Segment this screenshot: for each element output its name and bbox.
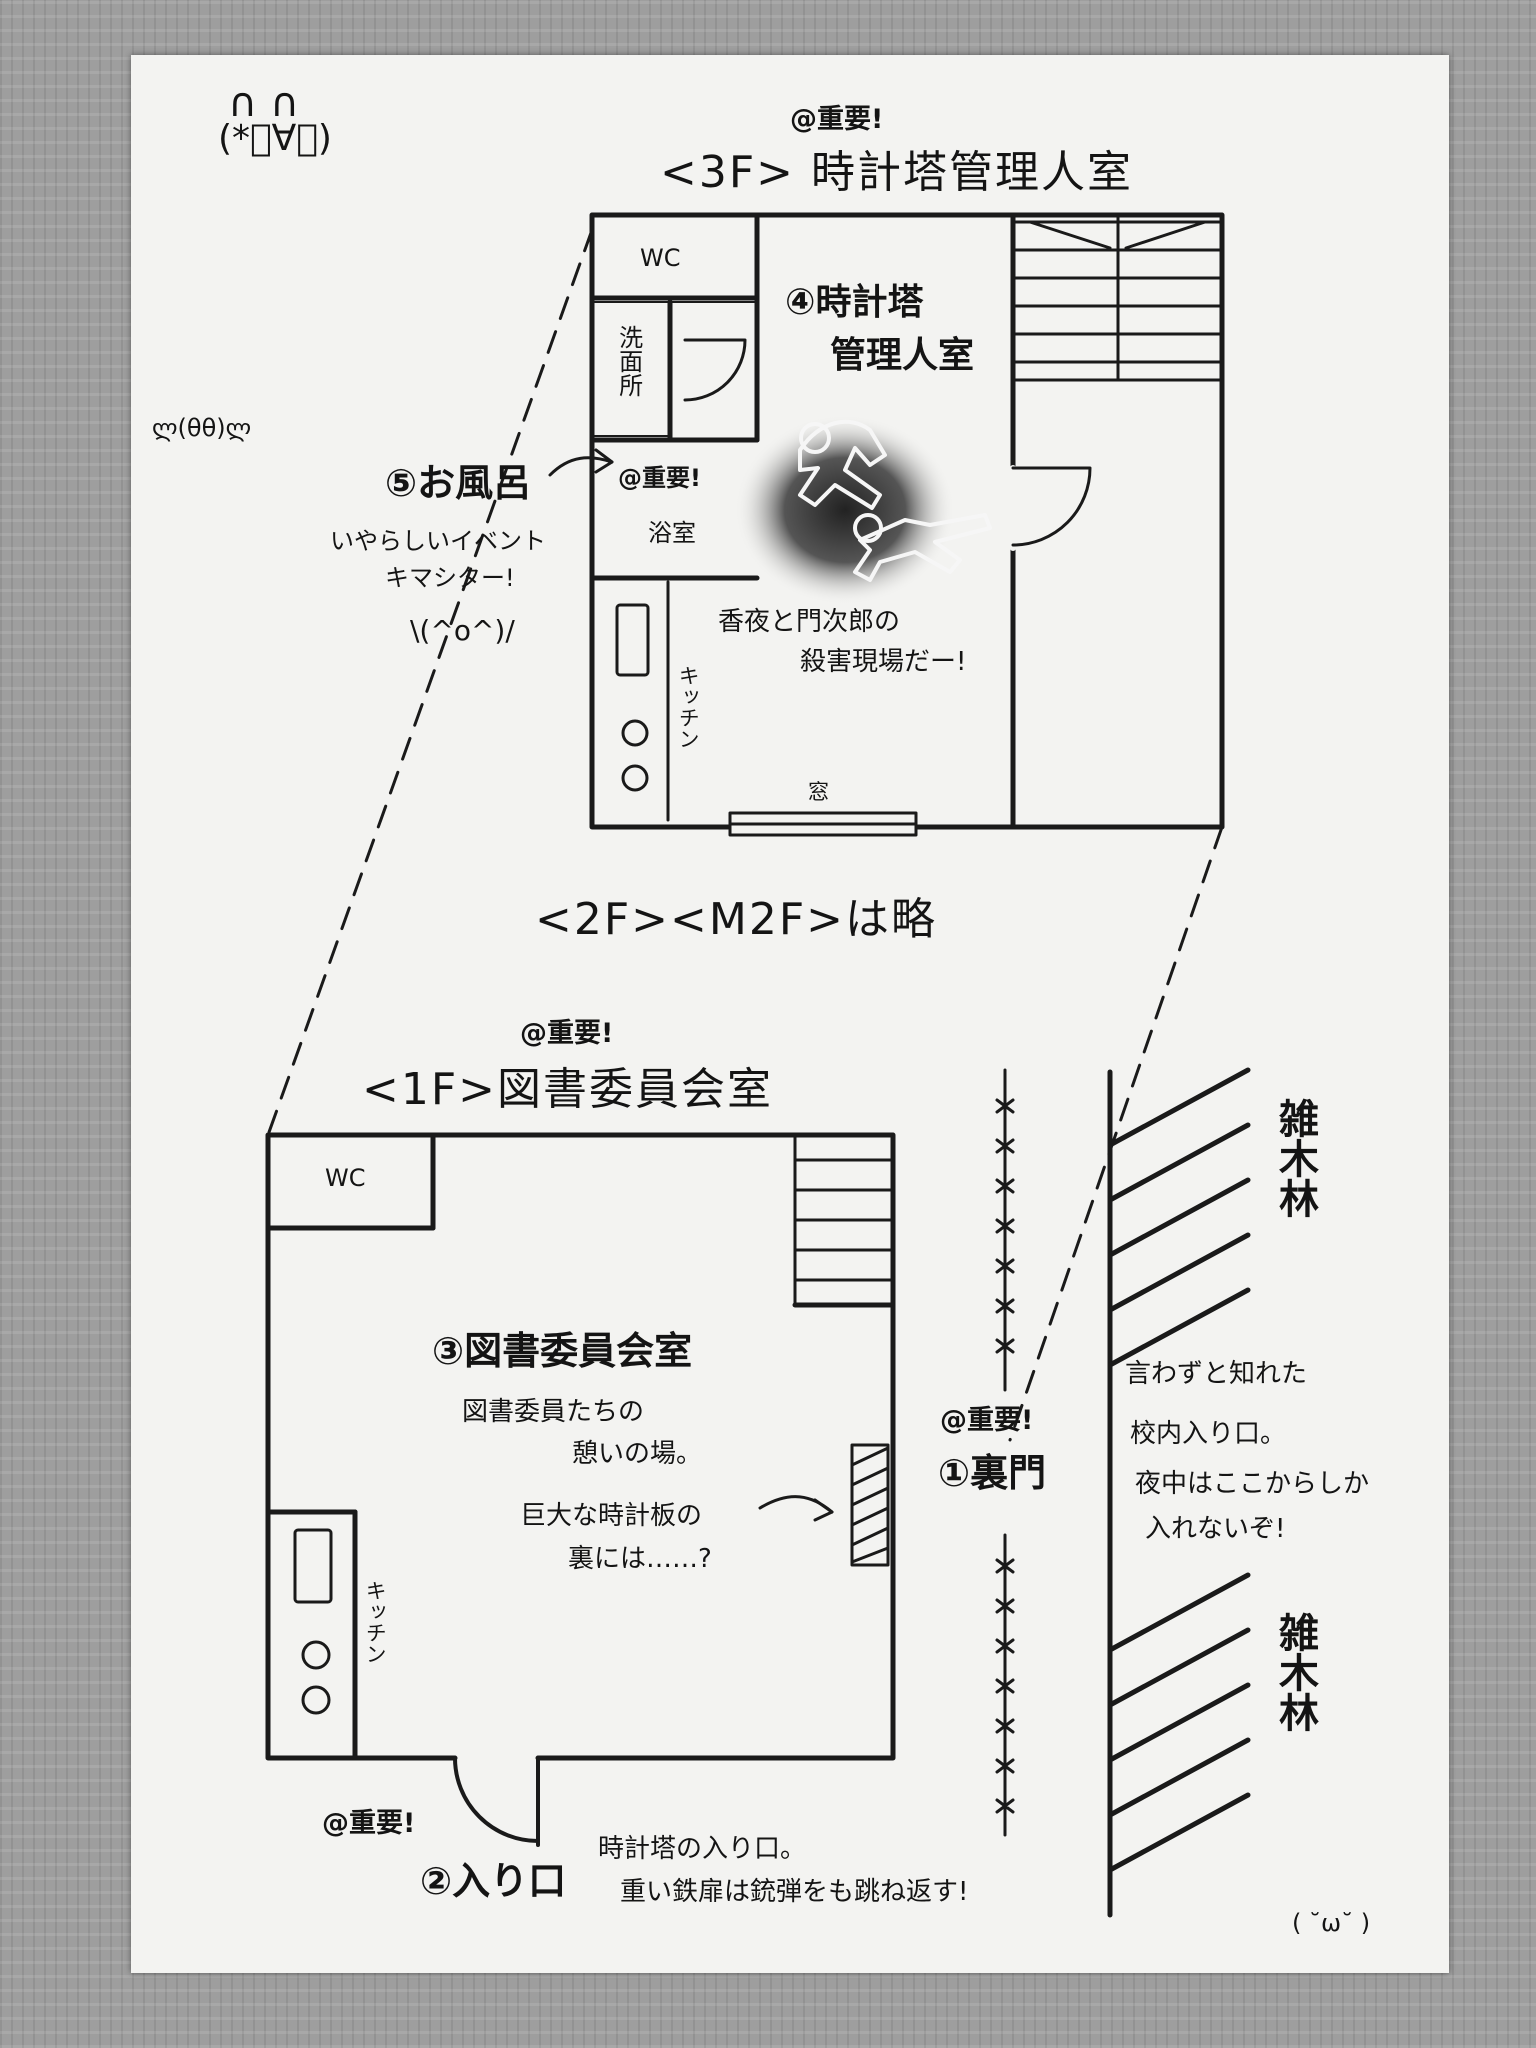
floor3-kitchen-label: キッチン [676,665,701,749]
bath-important-tag: @重要! [618,464,701,492]
floor3-wc-label: WC [640,244,681,272]
crime-scene-line1: 香夜と門次郎の [718,607,901,637]
floor3-room-line1: ④時計塔 [785,282,924,323]
clock-arrow [758,1495,834,1522]
floor1-desc-line2: 憩いの場。 [572,1439,703,1469]
entrance-important-tag: @重要! [322,1808,416,1839]
perspective-guides [266,228,1224,1442]
floor1-kitchen-fixtures [293,1528,333,1715]
floor3-washroom-label: 洗面所 [614,325,643,397]
floor3-window [728,811,918,837]
floor3-important-tag: @重要! [790,104,884,135]
floor3-title: <3F> 時計塔管理人室 [660,147,1134,198]
kaomoji-banzai: \(^o^)/ [410,614,515,647]
entrance-door [453,1756,540,1847]
floor1-room-label: ③図書委員会室 [432,1329,693,1373]
floor3-doors [683,338,1092,551]
bath-callout-label: ⑤お風呂 [385,461,532,505]
floor3-stairs [1011,213,1224,382]
entrance-label: ②入り口 [420,1859,567,1903]
woods-hatch-upper [1107,1067,1251,1368]
kaomoji-ears: ∩ ∩ [228,80,300,126]
fence-upper [995,1068,1015,1392]
woods-lower-label: 雑木林 [1272,1612,1318,1732]
clock-board-line2: 裏には……? [568,1544,712,1574]
fence-lower [995,1533,1015,1837]
back-gate-line1: 言わずと知れた [1125,1359,1308,1389]
bath-arrow [548,448,614,477]
blood-pool [735,415,955,605]
woods-hatch-lower [1107,1572,1251,1873]
back-gate-line4: 入れないぞ! [1145,1514,1286,1544]
floor3-window-label: 窓 [808,780,829,804]
skipped-floors-note: <2F><M2F>は略 [535,894,938,945]
kaomoji-face: (*ﾟ∀ﾟ) [218,118,332,159]
entrance-line2: 重い鉄扉は銃弾をも跳ね返す! [620,1877,969,1907]
floor1-stairs [792,1133,896,1308]
chalk-outline-bodies [798,419,992,582]
entrance-line1: 時計塔の入り口。 [598,1834,807,1864]
back-gate-label: ①裏門 [938,1451,1047,1495]
crime-scene-line2: 殺害現場だー! [800,647,967,677]
kaomoji-bottom-right: ( ˘ω˘ ) [1292,1909,1371,1937]
floor1-title: <1F>図書委員会室 [362,1064,774,1115]
floor1-wc-label: WC [325,1164,366,1192]
floor3-room-line2: 管理人室 [830,335,975,376]
kaomoji-side: ლ(θθ)ლ [152,414,252,442]
clock-board-line1: 巨大な時計板の [520,1501,703,1531]
clock-board [850,1443,890,1567]
floor1-kitchen-label: キッチン [363,1580,388,1664]
floor1-desc-line1: 図書委員たちの [462,1397,645,1427]
bath-callout-line1: いやらしいイベント [330,527,546,555]
woods-upper-label: 雑木林 [1272,1098,1318,1218]
floor3-bath-label: 浴室 [648,519,696,547]
back-gate-line3: 夜中はここからしか [1135,1469,1370,1499]
floor1-important-tag: @重要! [520,1018,614,1049]
paper-sheet [131,55,1449,1973]
bath-callout-line2: キマシター! [385,564,515,592]
floor1-walls [265,1132,896,1761]
floor3-kitchen-fixtures [615,580,670,822]
back-gate-important-tag: @重要! [940,1405,1034,1436]
back-gate-line2: 校内入り口。 [1130,1419,1287,1449]
